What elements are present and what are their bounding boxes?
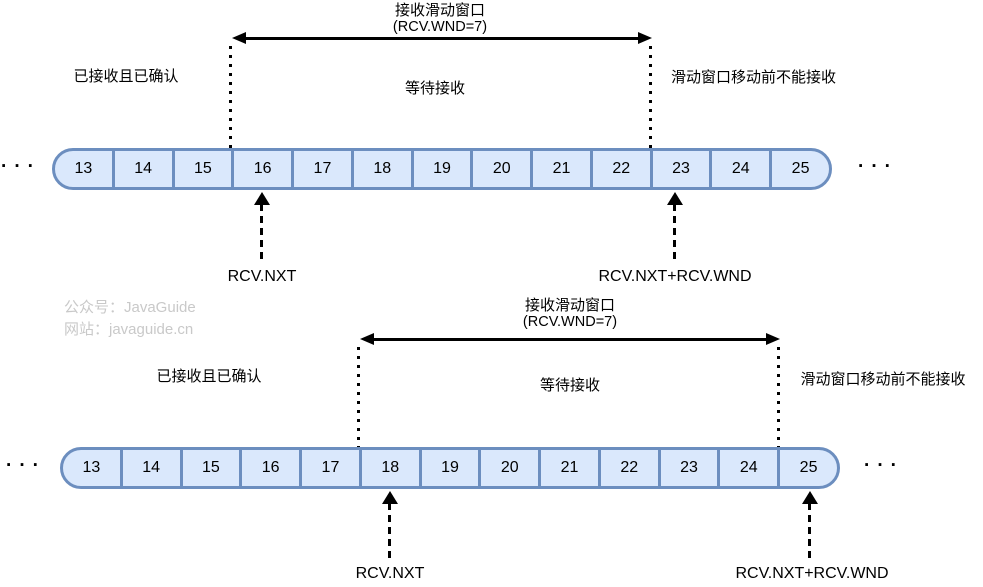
waiting-receive-label: 等待接收 (539, 377, 600, 394)
window-size-label: (RCV.WND=7) (522, 314, 618, 330)
sequence-cell: 18 (354, 151, 414, 187)
sequence-cell: 25 (799, 459, 818, 476)
sequence-cell: 14 (115, 151, 175, 187)
rcv-nxt-arrowhead-icon (382, 491, 398, 504)
received-acked-label: 已接收且已确认 (156, 368, 262, 385)
rcv-nxt-wnd-pointer-line (808, 503, 811, 560)
window-title: 接收滑动窗口 (394, 2, 485, 19)
arrowhead-right-icon (638, 32, 652, 44)
sequence-cell: 19 (414, 151, 474, 187)
rcv-nxt-wnd-label: RCV.NXT+RCV.WND (598, 268, 752, 285)
watermark-line1: 公众号：JavaGuide (64, 299, 196, 316)
sequence-cell: 23 (653, 151, 713, 187)
rcv-nxt-arrowhead-icon (254, 192, 270, 205)
arrowhead-left-icon (360, 333, 374, 345)
rcv-nxt-label: RCV.NXT (227, 268, 297, 285)
sequence-cell: 24 (712, 151, 773, 187)
sequence-cell: 20 (473, 151, 534, 187)
rcv-nxt-wnd-arrowhead-icon (802, 491, 818, 504)
watermark: 公众号：JavaGuide 网站：javaguide.cn (64, 297, 196, 341)
window-span-arrow-line (245, 37, 639, 40)
sequence-continues-left: ··· (1, 156, 41, 177)
rcv-nxt-pointer-line (388, 503, 391, 560)
sequence-cell: 20 (481, 450, 542, 486)
sequence-continues-left: ··· (6, 455, 46, 476)
rcv-nxt-wnd-pointer-line (673, 204, 676, 264)
sequence-cell: 21 (533, 151, 593, 187)
window-left-edge-line (357, 347, 360, 448)
sequence-cell: 21 (541, 450, 601, 486)
rcv-nxt-pointer-line (260, 204, 263, 264)
window-right-edge-line (777, 347, 780, 448)
rcv-nxt-wnd-label: RCV.NXT+RCV.WND (735, 565, 889, 582)
waiting-receive-label: 等待接收 (404, 80, 465, 97)
received-acked-label: 已接收且已确认 (73, 68, 179, 85)
sequence-cell: 16 (234, 151, 295, 187)
sequence-cell: 22 (601, 450, 661, 486)
sequence-continues-right: ··· (858, 156, 898, 177)
window-title: 接收滑动窗口 (524, 297, 615, 314)
sequence-cell: 17 (294, 151, 354, 187)
sequence-cell: 19 (422, 450, 482, 486)
watermark-line2: 网站：javaguide.cn (64, 321, 194, 338)
sequence-continues-right: ··· (864, 455, 904, 476)
window-span-arrow-line (373, 338, 767, 341)
sequence-cell: 24 (720, 450, 781, 486)
sequence-cell: 25 (791, 160, 810, 177)
blocked-label: 滑动窗口移动前不能接收 (670, 69, 836, 86)
arrowhead-right-icon (766, 333, 780, 345)
sequence-cell: 15 (183, 450, 243, 486)
sequence-cell: 16 (242, 450, 303, 486)
rcv-nxt-wnd-arrowhead-icon (667, 192, 683, 205)
window-left-edge-line (229, 46, 232, 149)
sequence-cell: 22 (593, 151, 653, 187)
blocked-label: 滑动窗口移动前不能接收 (800, 371, 966, 388)
sequence-cell: 23 (661, 450, 721, 486)
diagram-top: 接收滑动窗口 (RCV.WND=7) 已接收且已确认 等待接收 滑动窗口移动前不… (0, 0, 983, 293)
sequence-cell: 18 (362, 450, 422, 486)
sequence-cell: 13 (63, 450, 123, 486)
sequence-cell: 17 (302, 450, 362, 486)
rcv-nxt-label: RCV.NXT (355, 565, 425, 582)
sequence-cell: 13 (55, 151, 115, 187)
window-size-label: (RCV.WND=7) (392, 19, 488, 35)
sequence-cell: 14 (123, 450, 183, 486)
diagram-bottom: 接收滑动窗口 (RCV.WND=7) 已接收且已确认 等待接收 滑动窗口移动前不… (0, 293, 983, 587)
arrowhead-left-icon (232, 32, 246, 44)
window-right-edge-line (649, 46, 652, 149)
sequence-cell: 15 (175, 151, 235, 187)
